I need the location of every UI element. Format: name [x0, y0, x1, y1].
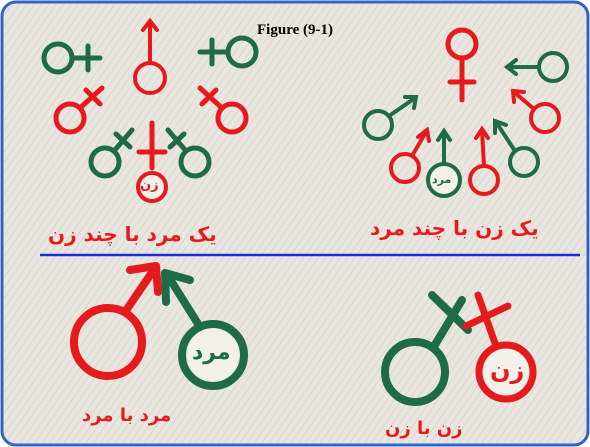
figure-title: Figure (9-1): [257, 22, 333, 38]
caption-top-left: یک مرد با چند زن: [48, 222, 217, 246]
female-symbol-green-lower-left: [88, 127, 135, 179]
male-symbol-red-lower-center: [468, 125, 500, 196]
male-symbol-green-right: [503, 51, 569, 83]
caption-bottom-left: مرد با مرد: [82, 405, 172, 426]
symbol-label-mard-bottom-left: مرد: [192, 340, 231, 365]
male-symbol-red-right: [510, 88, 561, 134]
panel-bottom-right: [381, 291, 537, 406]
caption-bottom-right: زن با زن: [385, 418, 463, 439]
male-symbol-green-large: [161, 269, 248, 390]
female-symbol-green-left: [41, 41, 103, 75]
female-symbol-green-lower-right: [165, 127, 212, 179]
symbol-label-fill-right: [483, 349, 529, 395]
female-symbol-green-right: [197, 35, 259, 69]
female-symbol-red-left: [53, 85, 105, 135]
male-symbol-green-left: [362, 95, 419, 141]
female-symbol-green-large: [381, 291, 472, 406]
male-symbol-center: [436, 127, 452, 164]
center-label-circle: [136, 171, 168, 203]
female-symbol-top: [445, 27, 479, 103]
panel-bottom-left: [70, 262, 248, 390]
center-label-mard-top-right: مرد: [432, 173, 452, 186]
female-symbol-red-large: [462, 291, 537, 403]
female-symbol-center: [136, 120, 168, 171]
center-label-circle-right: [426, 162, 462, 198]
symbol-label-zan-bottom-right: زن: [490, 356, 525, 384]
center-label-zan-top-left: زن: [140, 178, 159, 193]
male-symbol-red-lower-left: [389, 126, 431, 184]
panel-top-left: [41, 17, 259, 203]
male-symbol-top: [133, 17, 167, 95]
male-symbol-red-large: [70, 262, 162, 380]
panel-top-right: [362, 27, 569, 198]
caption-top-right: یک زن با چند مرد: [370, 216, 539, 240]
male-symbol-green-lower-right: [493, 118, 540, 178]
symbol-label-fill-left: [187, 329, 239, 381]
female-symbol-red-right: [197, 85, 249, 135]
